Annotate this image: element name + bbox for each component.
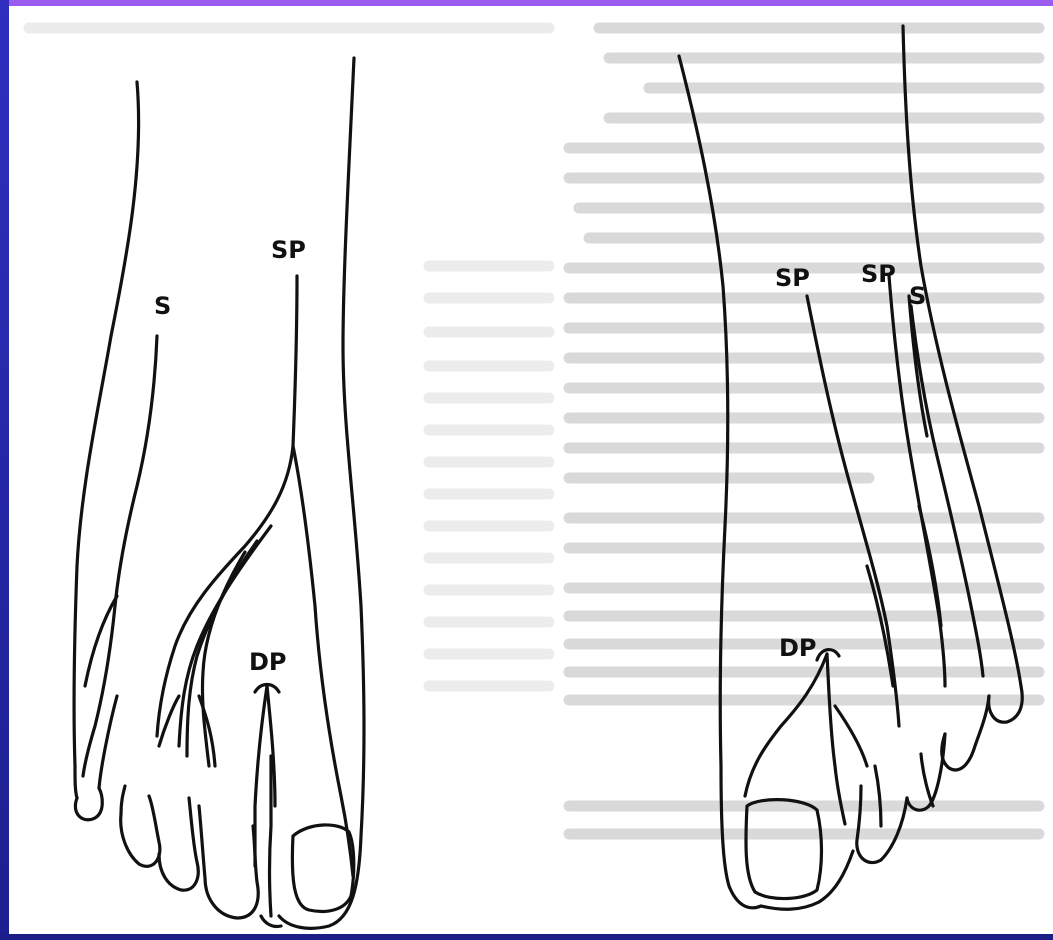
window-left-edge — [0, 0, 9, 940]
right-label-sp-medial: SP — [861, 260, 896, 288]
right-label-sp-lateral: SP — [775, 264, 810, 292]
right-label-dp: DP — [779, 634, 817, 662]
foot-nerve-diagram: S SP DP SP SP S DP — [9, 6, 1053, 936]
left-label-dp: DP — [249, 648, 287, 676]
diagram-sheet: S SP DP SP SP S DP — [9, 6, 1053, 936]
left-label-s: S — [154, 292, 171, 320]
right-label-s: S — [909, 282, 926, 310]
window-bottom-edge — [0, 934, 1053, 940]
left-label-sp: SP — [271, 236, 306, 264]
left-foot-outline — [74, 58, 364, 928]
right-foot-outline — [679, 26, 1022, 909]
